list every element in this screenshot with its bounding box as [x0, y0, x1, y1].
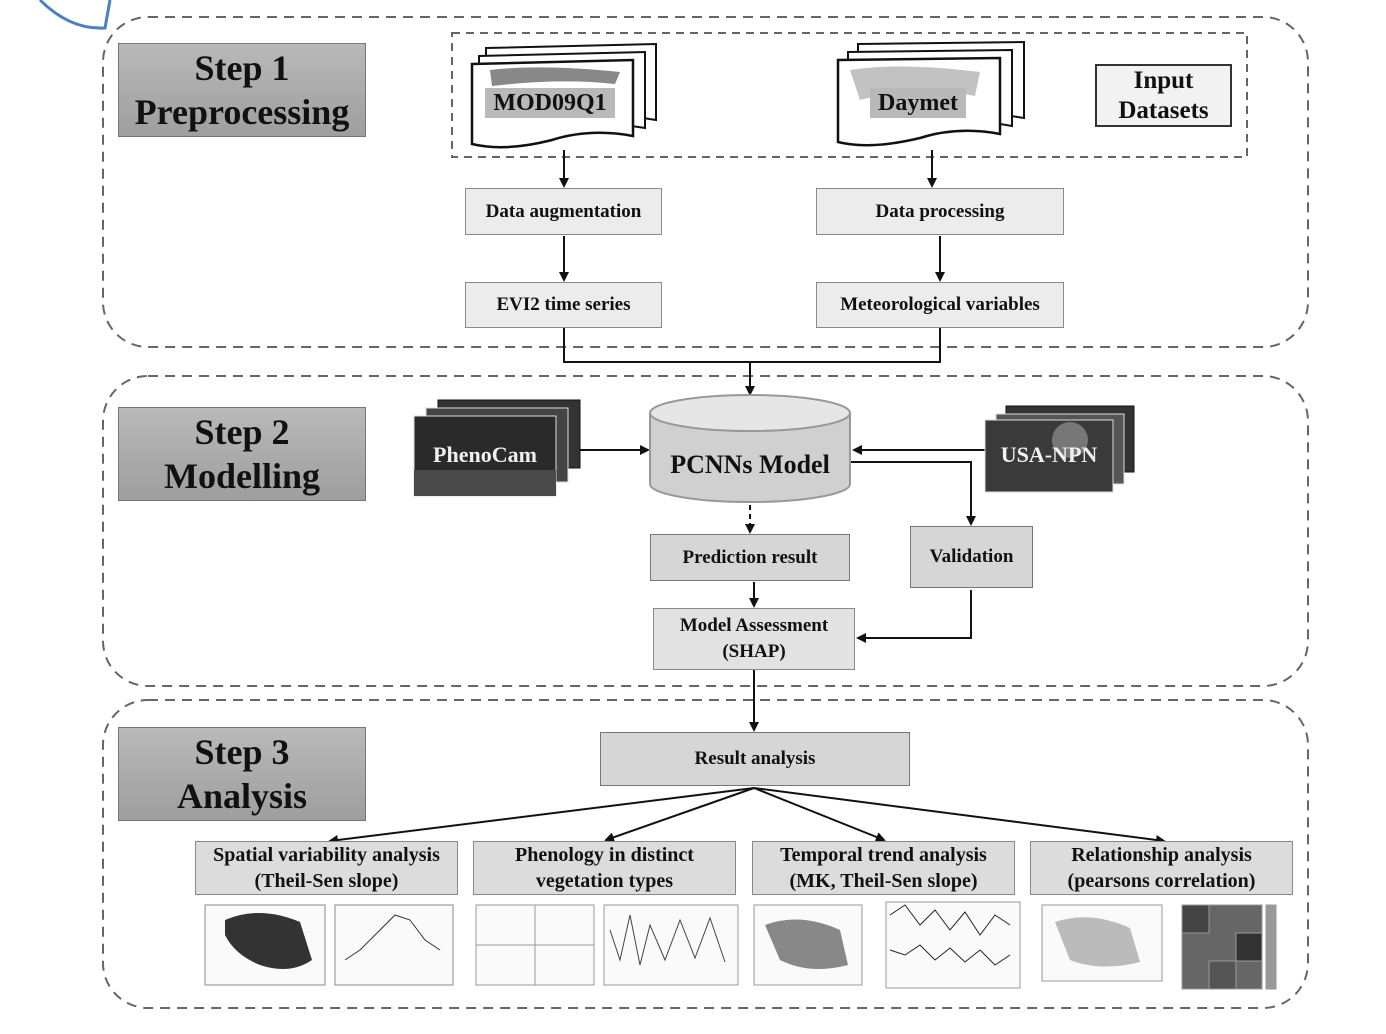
step1-title: Step 1: [194, 48, 290, 88]
relationship-analysis-line1: Relationship analysis: [1071, 844, 1252, 866]
step2-label: Step 2 Modelling: [118, 407, 366, 501]
relationship-analysis-line2: (pearsons correlation): [1067, 870, 1256, 892]
pcnns-model-cylinder-icon: [649, 394, 851, 503]
step1-subtitle: Preprocessing: [134, 92, 350, 132]
step2-subtitle: Modelling: [163, 456, 320, 496]
corner-arc-decoration: [38, 0, 112, 30]
vegetation-types-thumbnails: [475, 904, 739, 986]
model-assessment-box: Model Assessment (SHAP): [653, 608, 855, 670]
spatial-variability-line1: Spatial variability analysis: [213, 844, 440, 866]
data-processing-box: Data processing: [816, 188, 1064, 235]
model-assessment-line1: Model Assessment: [679, 615, 829, 636]
validation-box: Validation: [910, 526, 1033, 588]
input-datasets-line2: Datasets: [1118, 96, 1209, 124]
step3-title: Step 3: [194, 732, 290, 772]
step2-title: Step 2: [194, 412, 290, 452]
phenology-vegetation-box: Phenology in distinct vegetation types: [473, 841, 736, 895]
step3-frame: [102, 699, 1309, 1009]
input-datasets-line1: Input: [1133, 66, 1194, 94]
step3-subtitle: Analysis: [176, 776, 308, 816]
phenocam-label: PhenoCam: [433, 442, 537, 467]
phenology-vegetation-line1: Phenology in distinct: [515, 844, 694, 866]
evi2-time-series-box: EVI2 time series: [465, 282, 662, 328]
step2-frame: [102, 375, 1309, 687]
relationship-thumbnails: [1041, 904, 1277, 990]
meteorological-variables-box: Meteorological variables: [816, 282, 1064, 328]
mod09q1-document-stack-icon: [470, 42, 657, 149]
temporal-trend-thumbnails: [753, 901, 1021, 989]
step1-label: Step 1 Preprocessing: [118, 43, 366, 137]
daymet-label: Daymet: [878, 90, 958, 116]
temporal-trend-line1: Temporal trend analysis: [780, 844, 987, 866]
model-assessment-line2: (SHAP): [722, 641, 786, 662]
phenology-vegetation-line2: vegetation types: [535, 870, 674, 892]
usanpn-label: USA-NPN: [1000, 442, 1098, 467]
input-datasets-box: Input Datasets: [1095, 64, 1232, 127]
step3-label: Step 3 Analysis: [118, 727, 366, 821]
daymet-document-stack-icon: [836, 40, 1025, 147]
temporal-trend-box: Temporal trend analysis (MK, Theil-Sen s…: [752, 841, 1015, 895]
data-augmentation-box: Data augmentation: [465, 188, 662, 235]
relationship-analysis-box: Relationship analysis (pearsons correlat…: [1030, 841, 1293, 895]
phenocam-photo-stack-icon: [413, 399, 581, 497]
spatial-variability-box: Spatial variability analysis (Theil-Sen …: [195, 841, 458, 895]
spatial-variability-line2: (Theil-Sen slope): [254, 870, 399, 892]
usanpn-photo-stack-icon: [984, 405, 1135, 493]
spatial-variability-thumbnails: [204, 904, 454, 986]
temporal-trend-line2: (MK, Theil-Sen slope): [789, 870, 978, 892]
mod09q1-label: MOD09Q1: [493, 90, 607, 116]
result-analysis-box: Result analysis: [600, 732, 910, 786]
input-datasets-frame: [451, 32, 1248, 158]
pcnns-model-label: PCNNs Model: [670, 450, 830, 479]
prediction-result-box: Prediction result: [650, 534, 850, 581]
